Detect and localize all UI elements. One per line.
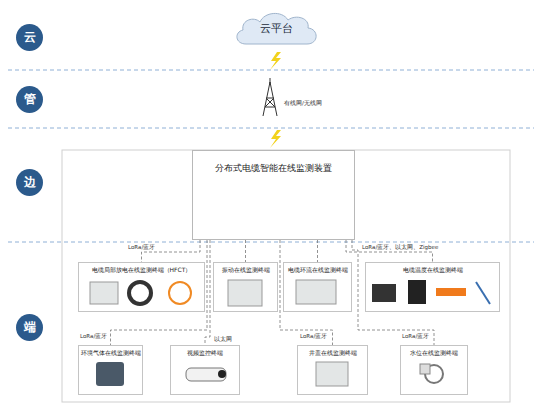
dashed-connector [352, 240, 434, 345]
lightning-bolt [270, 130, 281, 148]
dashed-connector [205, 240, 210, 345]
lightning-bolt [270, 52, 281, 70]
level-sensor [420, 364, 430, 374]
dashed-connector [317, 240, 318, 262]
tower-antenna [270, 78, 271, 84]
link-label: LoRa/蓝牙 [402, 333, 429, 340]
camera [186, 368, 226, 381]
tower-bar [265, 107, 275, 108]
layer-circle: 云 [16, 24, 43, 51]
dashed-connector [280, 240, 333, 345]
layer-circle: 管 [16, 86, 43, 113]
band-divider [8, 128, 534, 129]
cloud-outline [237, 13, 316, 44]
layer-circle: 端 [16, 314, 43, 341]
edge-region-frame [62, 150, 510, 402]
node-text: 环境气体在线监测终端 [79, 349, 142, 358]
link-label: LoRa/蓝牙、以太网、Zigbee [362, 244, 438, 251]
node-text: 视频监控终端 [171, 349, 239, 358]
dashed-connector [346, 240, 433, 262]
band-dividers [8, 70, 534, 242]
node-text: 端 [24, 319, 36, 336]
temperature-sensor [408, 280, 426, 304]
connector-line [111, 240, 208, 345]
band-divider [8, 242, 534, 243]
connector-line [205, 240, 210, 345]
connector-line [352, 240, 434, 345]
node-text: 分布式电缆智能在线监测装置 [193, 163, 354, 175]
temperature-sensor [372, 284, 396, 302]
node-text: 电缆环流在线监测终端 [284, 266, 351, 275]
link-label: LoRa/蓝牙 [128, 244, 155, 251]
node-text: 边 [24, 174, 36, 191]
connector-line [245, 240, 246, 262]
tower-brace [265, 98, 274, 107]
node-text: 水位在线监测终端 [401, 349, 467, 358]
tower-bar [266, 98, 274, 99]
node-text: 管 [24, 91, 36, 108]
connector-line [346, 240, 433, 262]
tower-brace [266, 98, 275, 107]
dashed-connector [111, 240, 208, 345]
temperature-probe [436, 288, 466, 296]
dashed-connector [245, 240, 246, 262]
link-label: 以太网 [214, 336, 232, 343]
connector-line [317, 240, 318, 262]
node-text: 振动在线监测终端 [214, 266, 277, 275]
tower-icon [263, 78, 277, 116]
node-text: 井盖在线监测终端 [298, 349, 367, 358]
node-text: 云 [24, 29, 36, 46]
band-divider [8, 70, 534, 71]
cloud-platform: 云平台 [232, 8, 320, 48]
sensor-box [228, 280, 262, 306]
connector-line [142, 240, 201, 262]
terminal-box: 水位在线监测终端 [400, 345, 468, 395]
node-text: 云平台 [260, 21, 293, 36]
connector-line [280, 240, 333, 345]
dashed-connector [142, 240, 201, 262]
node-text: 电缆局部放电在线监测终端（HFCT） [79, 266, 204, 275]
layer-circle: 边 [16, 169, 43, 196]
sensor-box [296, 280, 336, 304]
network-label: 有线网/无线网 [284, 100, 322, 107]
link-label: LoRa/蓝牙 [300, 333, 327, 340]
link-label: LoRa/蓝牙 [80, 333, 107, 340]
sensor-box [316, 362, 348, 386]
camera-lens [218, 370, 226, 378]
gas-sensor [96, 362, 124, 386]
monitoring-device: 分布式电缆智能在线监测装置 [192, 150, 355, 240]
sensor-box [90, 282, 118, 304]
node-text: 电缆温度在线监测终端 [366, 266, 499, 275]
